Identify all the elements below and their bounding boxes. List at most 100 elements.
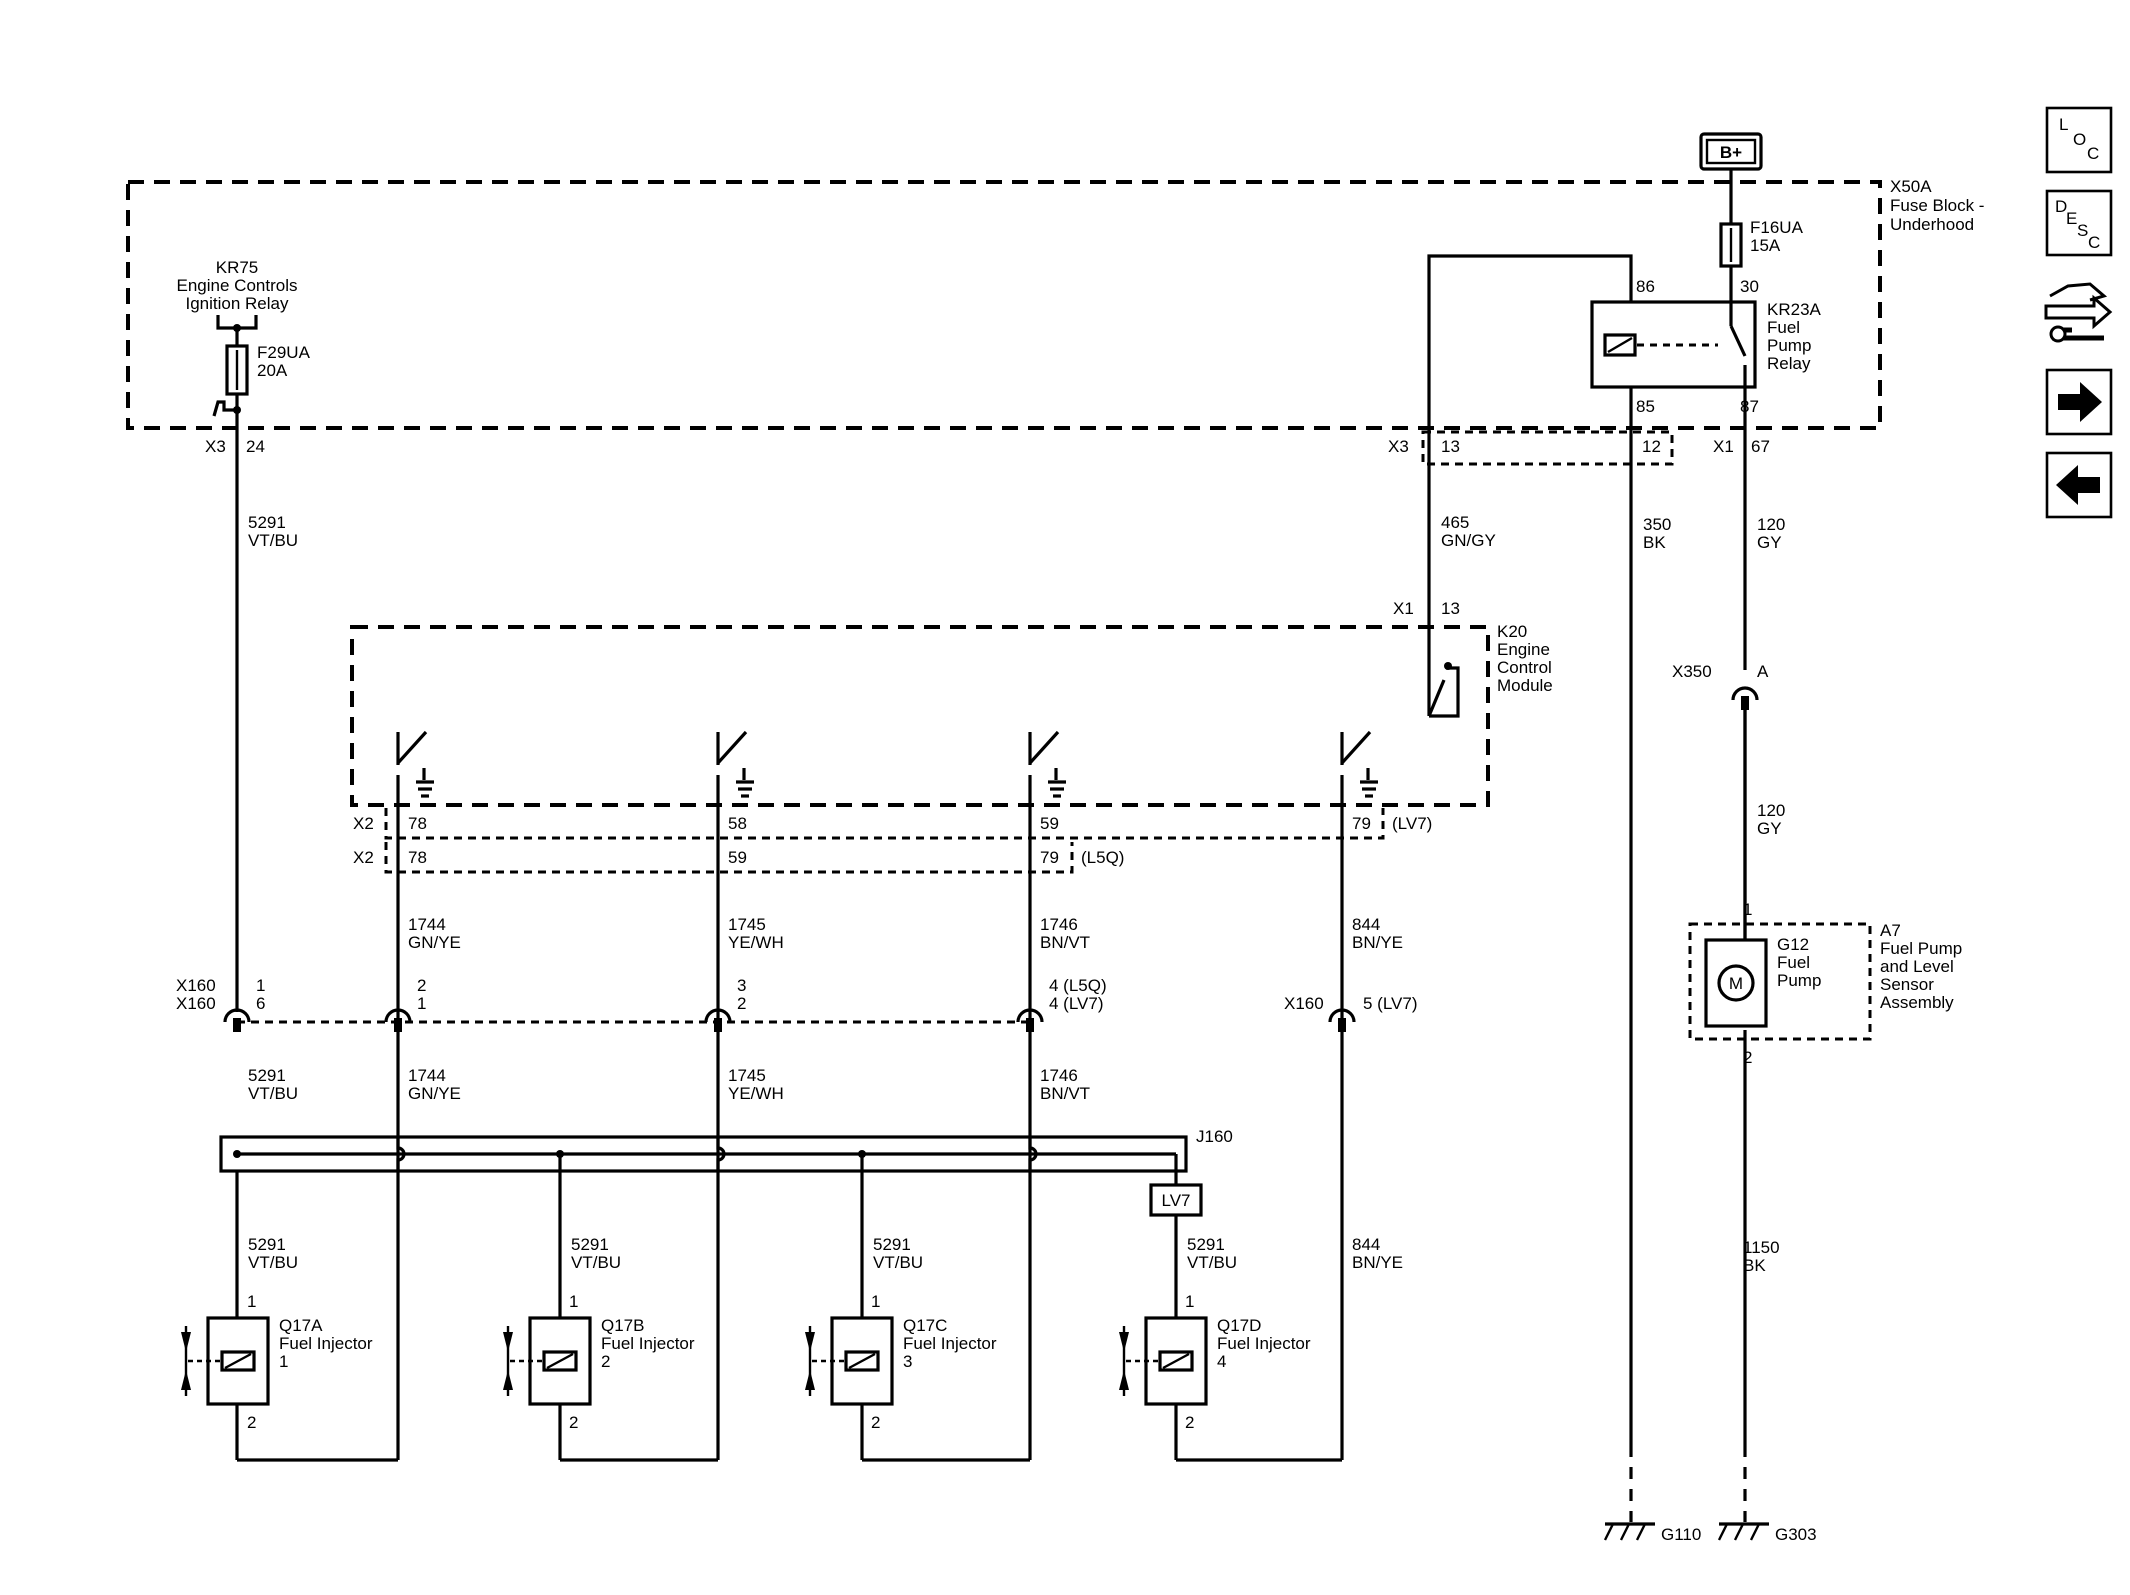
location-button[interactable]: L O C [2045,106,2113,174]
x3-right-conn: X3 [1388,437,1409,456]
x160-conn-1: X160 [176,976,216,995]
fuse-f16ua [1719,222,1743,268]
fuel-injector-1 [181,1316,270,1460]
w1745-color-bottom: YE/WH [728,1084,784,1103]
inj3-pin1: 1 [871,1292,880,1311]
description-button[interactable]: D E S C [2045,189,2113,257]
inj4-pin1: 1 [1185,1292,1194,1311]
location-letter-o: O [2073,130,2086,149]
w5291-color-inj4: VT/BU [1187,1253,1237,1272]
w844-circuit-top: 844 [1352,915,1380,934]
lv7-option-box: LV7 [1149,1183,1203,1217]
w465-circuit: 465 [1441,513,1469,532]
pump-ref: G12 [1777,935,1809,954]
relay-pin-85: 85 [1636,397,1655,416]
x3-left-pin: 24 [246,437,265,456]
fuse-block-outline [126,180,1882,430]
x1-ecm-conn: X1 [1393,599,1414,618]
fuse-f29ua [225,344,249,396]
inj4-num: 4 [1217,1352,1226,1371]
inj2-name: Fuel Injector [601,1334,695,1353]
w844-color-bottom: BN/YE [1352,1253,1403,1272]
j160-ref: J160 [1196,1127,1233,1146]
fuse-f29ua-ref: F29UA [257,343,311,362]
diagnostic-tool-icon[interactable] [2044,282,2113,343]
x2-lv7-p3: 59 [1040,814,1059,833]
x160-pin-6: 6 [256,994,265,1013]
ecm-name-2: Control [1497,658,1552,677]
x2-lv7-p4: 79 [1352,814,1371,833]
w1744-color-top: GN/YE [408,933,461,952]
ground-g110-icon [1603,1522,1655,1541]
w5291-circuit-inj2: 5291 [571,1235,609,1254]
inj3-name: Fuel Injector [903,1334,997,1353]
w5291-circuit-inj1: 5291 [248,1235,286,1254]
w350-circuit: 350 [1643,515,1671,534]
w120-circuit-top: 120 [1757,515,1785,534]
fuel-pump-motor-symbol: M [1729,974,1743,993]
x3-right-pin12: 12 [1642,437,1661,456]
next-page-button[interactable] [2045,368,2113,436]
ecm-name-1: Engine [1497,640,1550,659]
w1746-circuit-top: 1746 [1040,915,1078,934]
inj3-ref: Q17C [903,1316,947,1335]
location-letter-l: L [2059,115,2068,134]
ecm-driver-1 [396,730,434,1460]
w1746-circuit-bottom: 1746 [1040,1066,1078,1085]
x2-l5q-conn: X2 [353,848,374,867]
w844-circuit-bottom: 844 [1352,1235,1380,1254]
pump-name-2: Pump [1777,971,1821,990]
lv7-option-label: LV7 [1162,1191,1191,1210]
w1745-circuit-bottom: 1745 [728,1066,766,1085]
description-letter-s: S [2077,221,2088,240]
x2-lv7-connector [384,808,1385,840]
w1745-circuit-top: 1745 [728,915,766,934]
ecm-ref: K20 [1497,622,1527,641]
x2-l5q-p3: 79 [1040,848,1059,867]
w350-color: BK [1643,533,1666,552]
ignition-relay-contact [216,315,258,346]
x3-right-pin13: 13 [1441,437,1460,456]
x160-pin-3: 3 [737,976,746,995]
x160-pins [223,1008,1356,1032]
ecm-relay-driver-switch [1427,662,1460,718]
relay-name-2: Pump [1767,336,1811,355]
inj1-pin1: 1 [247,1292,256,1311]
inj2-ref: Q17B [601,1316,644,1335]
arrow-left-icon [2056,465,2100,505]
pump-assy-4: Assembly [1880,993,1954,1012]
fuel-injector-2 [503,1316,592,1460]
x160-conn-3: X160 [1284,994,1324,1013]
pump-assy-3: Sensor [1880,975,1934,994]
x160-conn-2: X160 [176,994,216,1013]
w5291-circuit-inj4: 5291 [1187,1235,1225,1254]
inj1-ref: Q17A [279,1316,323,1335]
w5291-circuit-top: 5291 [248,513,286,532]
ecm-driver-2 [716,730,754,1460]
w5291-color-inj1: VT/BU [248,1253,298,1272]
x350-connector [1731,686,1759,710]
description-letter-e: E [2066,209,2077,228]
x2-l5q-connector [384,842,1074,874]
arrow-right-icon [2058,382,2102,422]
x1-ecm-pin: 13 [1441,599,1460,618]
ign-relay-ref: KR75 [216,258,259,277]
pump-assy-1: Fuel Pump [1880,939,1962,958]
ground-g303-icon [1717,1522,1769,1541]
w1746-color-bottom: BN/VT [1040,1084,1090,1103]
ground-g110-label: G110 [1661,1525,1701,1544]
ecm-name-3: Module [1497,676,1553,695]
previous-page-button[interactable] [2045,451,2113,519]
w120-circuit-bottom: 120 [1757,801,1785,820]
battery-supply-label: B+ [1720,143,1742,162]
w1744-circuit-top: 1744 [408,915,446,934]
x160-pin-1b: 1 [417,994,426,1013]
fuel-pump-motor: M [1704,938,1768,1028]
x160-pin-1: 1 [256,976,265,995]
ground-g303-label: G303 [1775,1525,1817,1544]
x350-conn: X350 [1672,662,1712,681]
x160-pin-4b: 4 (LV7) [1049,994,1104,1013]
ecm-outline [350,625,1490,807]
x1-top-conn: X1 [1713,437,1734,456]
